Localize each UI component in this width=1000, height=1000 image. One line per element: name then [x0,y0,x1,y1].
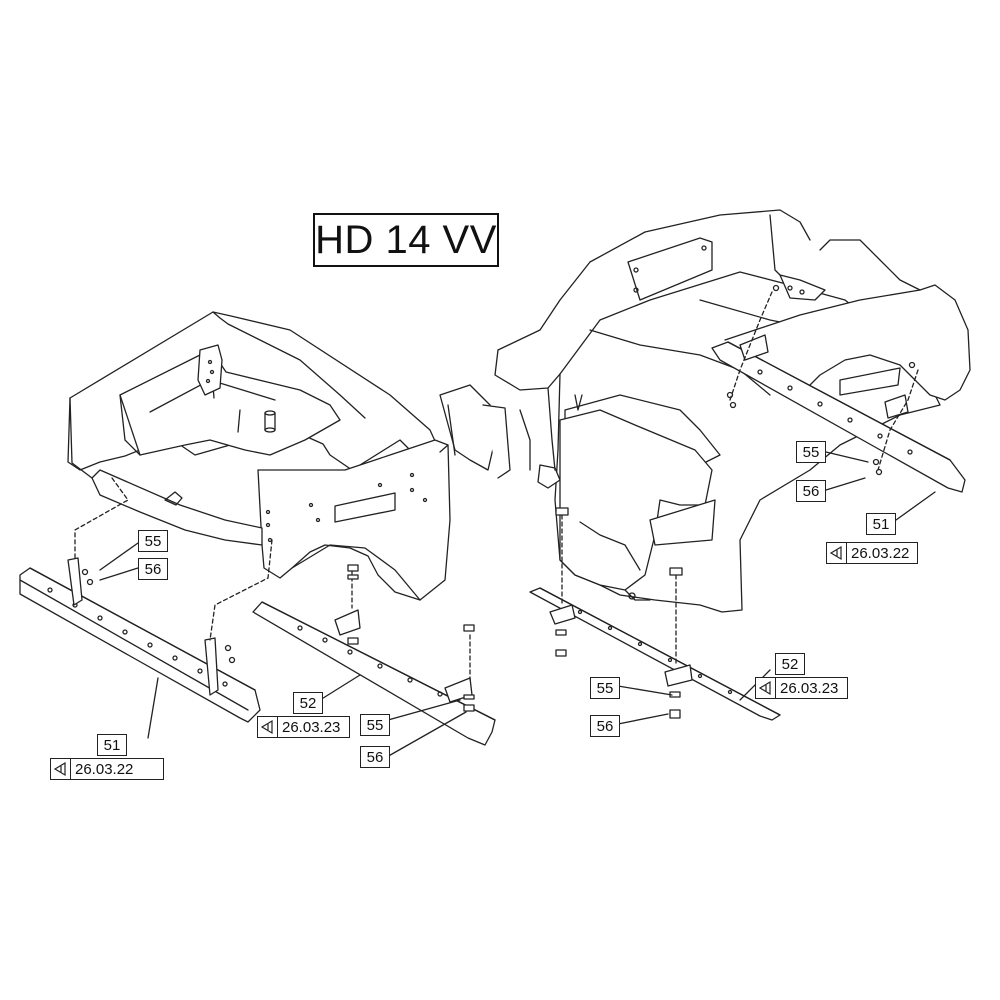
left-hardware [347,564,475,712]
ref-link-label: 26.03.23 [282,718,341,736]
right-upper-hardware [726,284,916,476]
callout-55-left-mid[interactable]: 55 [360,714,390,736]
left-fender-leaders [351,569,471,681]
callout-56-right-lower[interactable]: 56 [590,715,620,737]
callout-51-right[interactable]: 51 [866,513,896,535]
callout-56-left-mid[interactable]: 56 [360,746,390,768]
model-title: HD 14 VV [313,213,499,267]
right-fender-assembly [494,209,971,613]
right-fender-strip [529,587,781,721]
callout-56-left[interactable]: 56 [138,558,168,580]
left-step-bar [19,557,261,723]
callout-55-right-lower[interactable]: 55 [590,677,620,699]
right-lower-hardware [555,507,683,719]
left-dashed-leaders [74,477,273,641]
callout-51-left[interactable]: 51 [97,734,127,756]
callout-52-left[interactable]: 52 [293,692,323,714]
ref-link-label: 26.03.23 [780,679,839,697]
callout-56-right-upper[interactable]: 56 [796,480,826,502]
page-reference-arrow-icon [51,759,71,779]
page-reference-arrow-icon [258,717,278,737]
ref-link-label: 26.03.22 [851,544,910,562]
right-callout-leaders [617,451,936,725]
ref-link-26-03-23-left[interactable]: 26.03.23 [257,716,350,738]
ref-link-label: 26.03.22 [75,760,134,778]
page-reference-arrow-icon [756,678,776,698]
right-dashed-leaders [729,291,919,471]
right-fender-leaders [561,514,677,666]
left-fender-assembly [67,311,531,601]
callout-55-left[interactable]: 55 [138,530,168,552]
ref-link-26-03-22-right[interactable]: 26.03.22 [826,542,918,564]
ref-link-26-03-22-left[interactable]: 26.03.22 [50,758,164,780]
page-reference-arrow-icon [827,543,847,563]
right-step-bar [711,334,966,493]
ref-link-26-03-23-right[interactable]: 26.03.23 [755,677,848,699]
callout-55-right-upper[interactable]: 55 [796,441,826,463]
callout-52-right[interactable]: 52 [775,653,805,675]
